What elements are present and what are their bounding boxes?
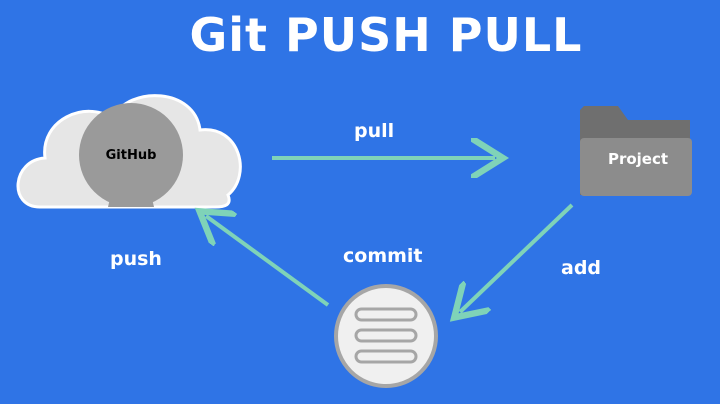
project-label: Project (607, 150, 669, 168)
diagram-title: Git PUSH PULL (189, 8, 583, 62)
push-arrow (206, 216, 330, 307)
github-label: GitHub (105, 148, 157, 163)
commit-label: commit (343, 245, 423, 267)
pull-label: pull (354, 120, 395, 142)
add-label: add (561, 257, 602, 279)
local-repository-icon (334, 284, 438, 388)
push-label: push (110, 248, 162, 270)
github-cloud-icon (16, 94, 242, 209)
folder-icon (580, 106, 692, 196)
github-octocat-icon (79, 103, 183, 207)
add-arrow (460, 203, 574, 312)
